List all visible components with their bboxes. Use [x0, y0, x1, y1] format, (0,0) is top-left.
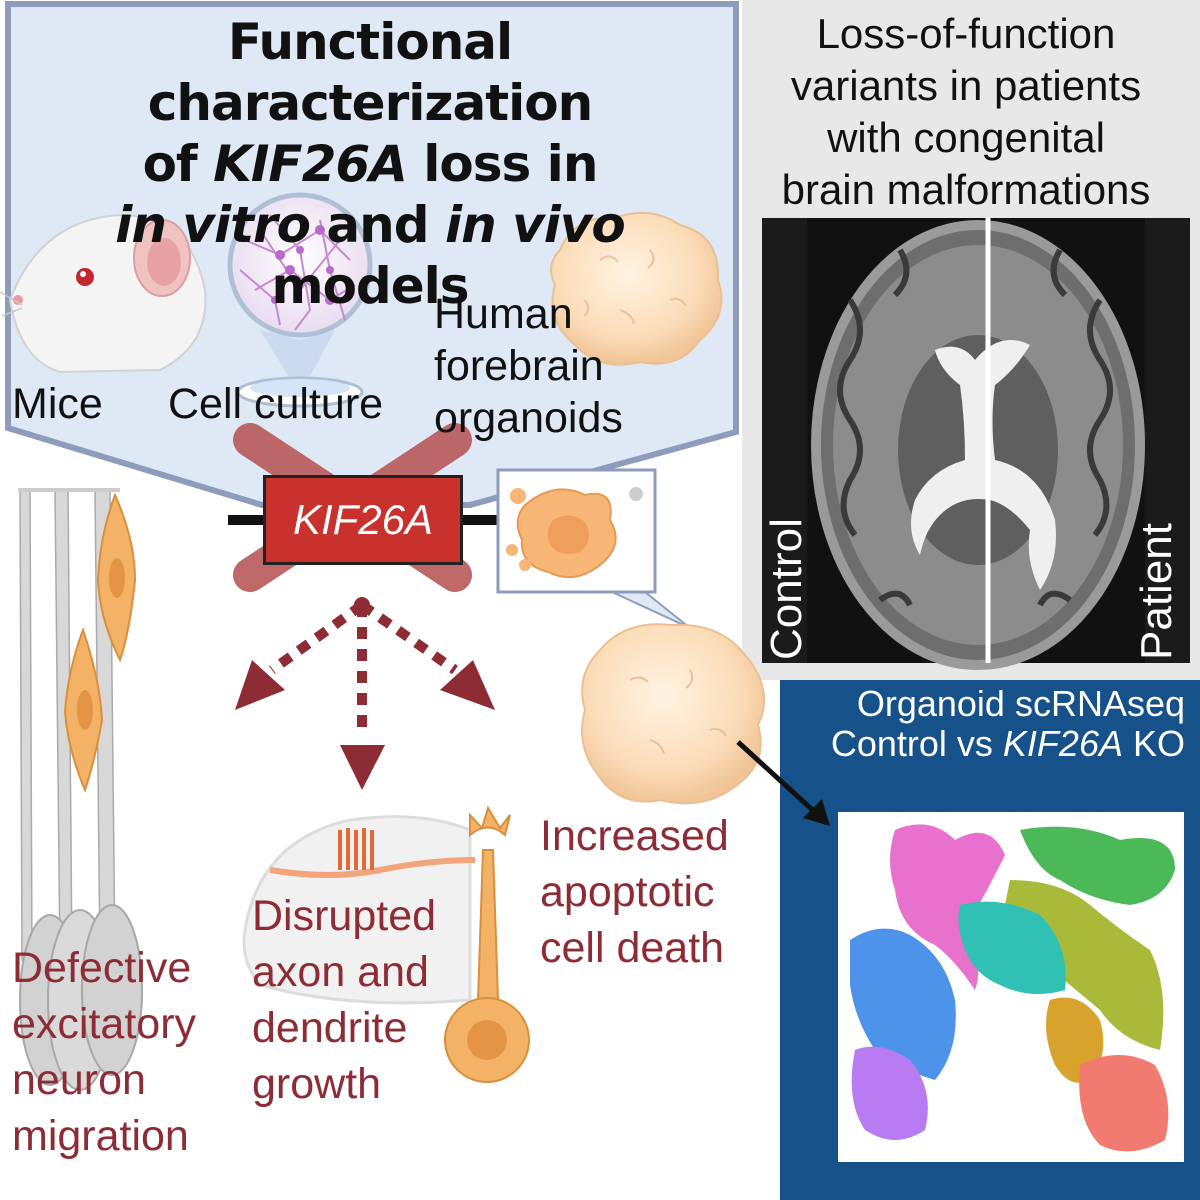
title-line-3: in vitro and in vivo models — [115, 196, 626, 315]
mouse-illustration — [0, 213, 207, 374]
outcome-growth: Disrupted axon and dendrite growth — [252, 892, 437, 1108]
scrnaseq-title: Organoid scRNAseq Control vs KIF26A KO — [830, 683, 1185, 764]
arrow-to-scrnaseq — [736, 740, 820, 817]
arrow-to-scrnaseq-head — [803, 799, 830, 826]
organoid-illustration-bottom — [581, 623, 766, 805]
ventricle-patient — [911, 340, 1056, 590]
title-gene-name: KIF26A — [213, 135, 408, 193]
outcome-apoptosis: Increased apoptotic cell death — [540, 812, 729, 972]
organoid-illustration-top — [550, 211, 723, 366]
label-cell-culture: Cell culture — [168, 380, 384, 428]
mri-brain-scan — [762, 218, 1190, 670]
arrow-origin-dot — [354, 597, 370, 613]
arrow-head-down — [340, 745, 385, 790]
scrnaseq-gene-name: KIF26A — [1002, 723, 1123, 764]
outcome-arrows — [269, 600, 458, 735]
cell-culture-illustration — [227, 192, 373, 408]
arrow-head-right — [440, 660, 495, 710]
title-line-1: Functional characterization — [147, 13, 593, 132]
label-organoids: Human forebrain organoids — [434, 290, 623, 442]
neuron-illustration — [444, 805, 530, 1083]
mri-label-patient: Patient — [1132, 523, 1181, 660]
arrow-head-left — [235, 660, 285, 710]
outcome-migration: Defective excitatory neuron migration — [12, 944, 197, 1160]
title-line-2: of KIF26A loss in — [142, 135, 599, 193]
radial-glia-neurons — [18, 488, 143, 1091]
main-title: Functional characterization of KIF26A lo… — [10, 12, 730, 317]
umap-plot — [850, 824, 1175, 1152]
gene-box-kif26a: KIF26A — [263, 475, 463, 565]
patients-description: Loss-of-function variants in patients wi… — [781, 10, 1151, 213]
organoid-section-callout — [496, 468, 691, 629]
label-mice: Mice — [12, 380, 103, 428]
mri-label-control: Control — [762, 518, 811, 660]
